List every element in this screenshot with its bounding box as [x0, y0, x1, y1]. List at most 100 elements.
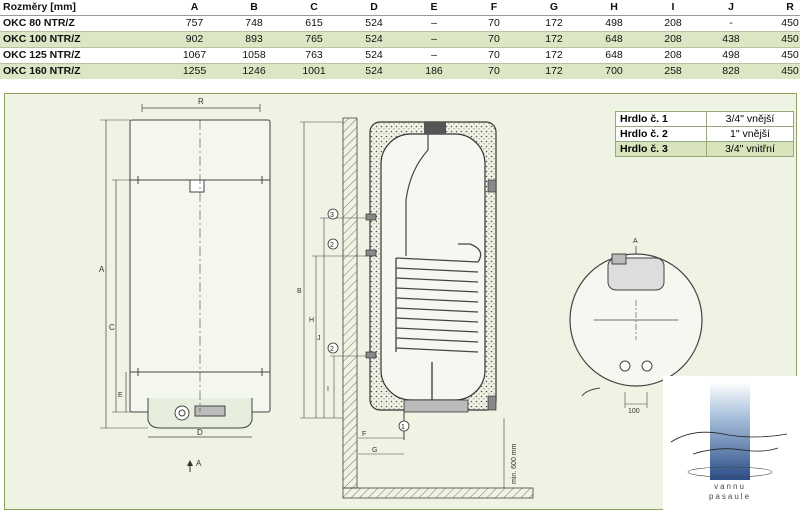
table-cell: 70 — [464, 31, 524, 48]
table-cell: 648 — [584, 47, 644, 64]
dim-label-i: I — [327, 386, 329, 393]
port-1-circle — [398, 420, 410, 432]
table-cell: 648 — [584, 31, 644, 48]
table-row: OKC 160 NTR/Z 1255 1246 1001 524 186 70 … — [0, 63, 800, 79]
table-header-cell: A — [165, 0, 224, 16]
legend-key: Hrdlo č. 2 — [615, 126, 707, 142]
table-cell: – — [404, 47, 464, 64]
dimensions-table: Rozměry [mm] A B C D E F G H I J R OKC 8… — [0, 0, 800, 79]
table-cell: 524 — [344, 15, 404, 32]
table-cell: 1001 — [284, 63, 344, 79]
legend-row: Hrdlo č. 2 1" vnější — [615, 126, 794, 142]
model-name: OKC 125 NTR/Z — [0, 47, 165, 64]
table-cell: 498 — [584, 15, 644, 32]
dim-label-f: F — [362, 431, 366, 438]
port-label-3: 3 — [330, 212, 334, 219]
watermark-graphic — [670, 382, 788, 480]
dim-label-g: G — [372, 447, 377, 454]
table-cell: 450 — [760, 15, 800, 32]
table-cell: - — [702, 15, 760, 32]
table-cell: 1246 — [224, 63, 284, 79]
port-2-circle-top — [327, 238, 339, 250]
table-header-cell: R — [760, 0, 800, 16]
table-cell: 1067 — [165, 47, 224, 64]
table-cell: 765 — [284, 31, 344, 48]
watermark-line1: vannu — [714, 482, 746, 491]
table-cell: 450 — [760, 31, 800, 48]
table-cell: 172 — [524, 31, 584, 48]
dim-label-c: C — [109, 323, 115, 332]
dim-label-100: 100 — [628, 408, 640, 415]
table-cell: 902 — [165, 31, 224, 48]
min-clearance-label: min. 600 mm — [511, 443, 518, 484]
port-label-1: 1 — [401, 424, 405, 431]
table-header-cell: D — [344, 0, 404, 16]
dim-label-h: H — [309, 317, 314, 324]
table-cell: 172 — [524, 47, 584, 64]
table-cell: 757 — [165, 15, 224, 32]
port-3-circle — [327, 208, 339, 220]
watermark-line2: pasaule — [708, 492, 752, 501]
port-label-2b: 2 — [330, 346, 334, 353]
section-arrow-icon — [187, 460, 193, 472]
table-cell: 70 — [464, 47, 524, 64]
model-name: OKC 160 NTR/Z — [0, 63, 165, 79]
table-header-cell: C — [284, 0, 344, 16]
table-row: OKC 125 NTR/Z 1067 1058 763 524 – 70 172… — [0, 47, 800, 64]
table-cell: 1255 — [165, 63, 224, 79]
table-cell: 208 — [644, 15, 702, 32]
watermark-logo: vannu pasaule — [663, 376, 797, 510]
table-cell: 70 — [464, 15, 524, 32]
table-header-cell: H — [584, 0, 644, 16]
table-row: OKC 100 NTR/Z 902 893 765 524 – 70 172 6… — [0, 31, 800, 48]
table-header-row: Rozměry [mm] A B C D E F G H I J R — [0, 0, 800, 16]
table-cell: 70 — [464, 63, 524, 79]
table-cell: – — [404, 31, 464, 48]
table-cell: 615 — [284, 15, 344, 32]
legend-value: 3/4" vnitřní — [706, 141, 794, 157]
table-cell: 828 — [702, 63, 760, 79]
table-cell: 763 — [284, 47, 344, 64]
table-header-cell: G — [524, 0, 584, 16]
table-cell: 524 — [344, 31, 404, 48]
dim-label-d: D — [197, 428, 203, 437]
port-2-circle-bottom — [327, 342, 339, 354]
table-cell: 258 — [644, 63, 702, 79]
table-cell: 186 — [404, 63, 464, 79]
port-legend: Hrdlo č. 1 3/4" vnější Hrdlo č. 2 1" vně… — [615, 111, 794, 157]
legend-row: Hrdlo č. 1 3/4" vnější — [615, 111, 794, 127]
table-cell: 1058 — [224, 47, 284, 64]
legend-value: 1" vnější — [706, 126, 794, 142]
table-header-cell: Rozměry [mm] — [0, 0, 165, 16]
table-cell: – — [404, 15, 464, 32]
table-cell: 893 — [224, 31, 284, 48]
table-cell: 172 — [524, 63, 584, 79]
top-view — [569, 246, 703, 408]
dim-label-a: A — [99, 265, 105, 274]
table-cell: 498 — [702, 47, 760, 64]
port-label-2a: 2 — [330, 242, 334, 249]
table-cell: 524 — [344, 47, 404, 64]
table-cell: 172 — [524, 15, 584, 32]
legend-row: Hrdlo č. 3 3/4" vnitřní — [615, 141, 794, 157]
table-cell: 450 — [760, 63, 800, 79]
view-label-a: A — [196, 459, 202, 468]
table-cell: 748 — [224, 15, 284, 32]
section-view — [300, 117, 534, 499]
table-row: OKC 80 NTR/Z 757 748 615 524 – 70 172 49… — [0, 15, 800, 32]
legend-value: 3/4" vnější — [706, 111, 794, 127]
table-cell: 524 — [344, 63, 404, 79]
table-cell: 438 — [702, 31, 760, 48]
dim-label-r: R — [198, 97, 204, 106]
legend-key: Hrdlo č. 1 — [615, 111, 707, 127]
table-header-cell: I — [644, 0, 702, 16]
dim-label-j: J — [317, 335, 321, 342]
dim-label-e: E — [118, 392, 123, 399]
table-cell: 450 — [760, 47, 800, 64]
table-cell: 208 — [644, 47, 702, 64]
dim-label-b: B — [297, 288, 302, 295]
model-name: OKC 100 NTR/Z — [0, 31, 165, 48]
legend-key: Hrdlo č. 3 — [615, 141, 707, 157]
table-cell: 700 — [584, 63, 644, 79]
